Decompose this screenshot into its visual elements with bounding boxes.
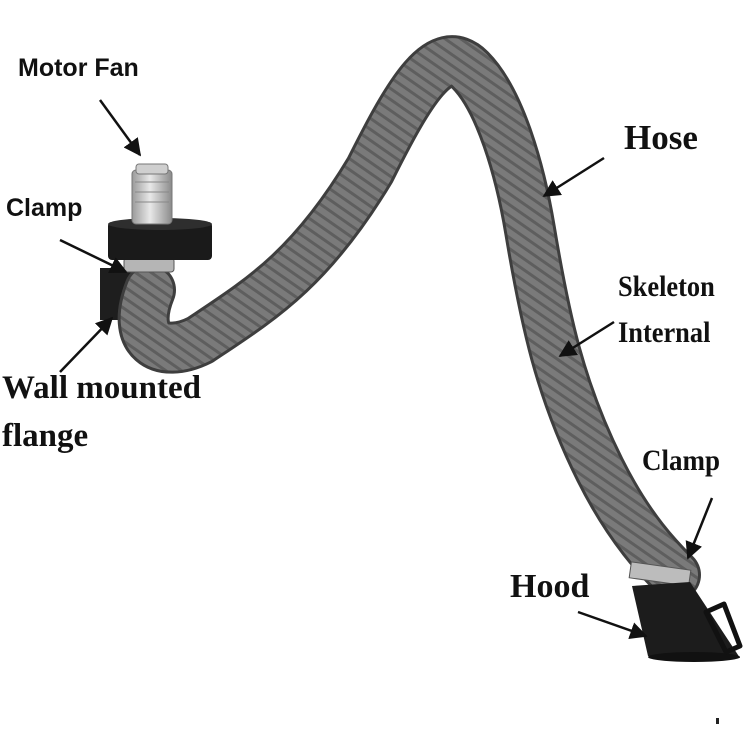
motor-body <box>132 170 172 224</box>
hose-ribbing <box>144 61 675 575</box>
arrow-motor-fan <box>100 100 140 155</box>
label-internal: Internal <box>618 316 710 350</box>
motor-cap <box>136 164 168 174</box>
label-flange: flange <box>2 418 88 455</box>
arrow-clamp-right <box>688 498 712 558</box>
arrow-hose <box>544 158 604 196</box>
label-clamp-right: Clamp <box>642 444 720 478</box>
label-wall-mounted: Wall mounted <box>2 370 201 407</box>
label-clamp-left: Clamp <box>6 194 82 223</box>
left-clamp-ring <box>124 258 174 272</box>
label-skeleton: Skeleton <box>618 270 715 304</box>
label-hose: Hose <box>624 118 698 158</box>
label-hood: Hood <box>510 568 589 606</box>
label-motor-fan: Motor Fan <box>18 54 139 83</box>
arrow-wall-flange <box>60 318 112 372</box>
arrow-hood <box>578 612 646 636</box>
